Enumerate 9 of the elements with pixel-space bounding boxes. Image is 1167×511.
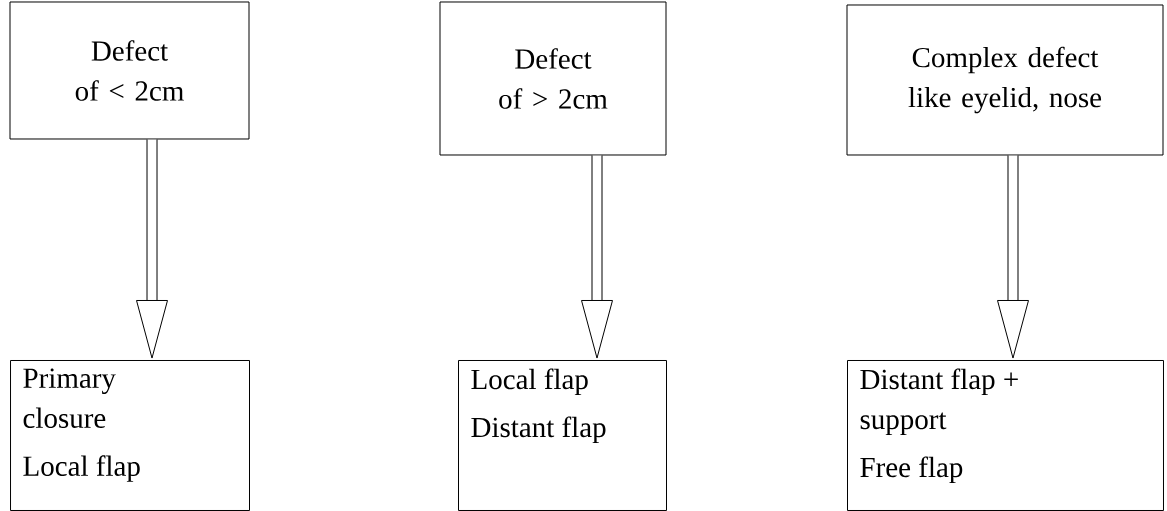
arrow — [136, 139, 168, 359]
process-box: Distant flap + support Free flap — [847, 360, 1164, 511]
process-box: Defect of > 2cm — [439, 1, 667, 156]
process-box: Complex defect like eyelid, nose — [846, 4, 1164, 156]
process-box: Primary closure Local flap — [10, 360, 250, 511]
arrow — [997, 155, 1029, 359]
arrow — [581, 155, 613, 359]
process-box: Local flap Distant flap — [458, 360, 667, 511]
process-box: Defect of < 2cm — [9, 1, 250, 140]
